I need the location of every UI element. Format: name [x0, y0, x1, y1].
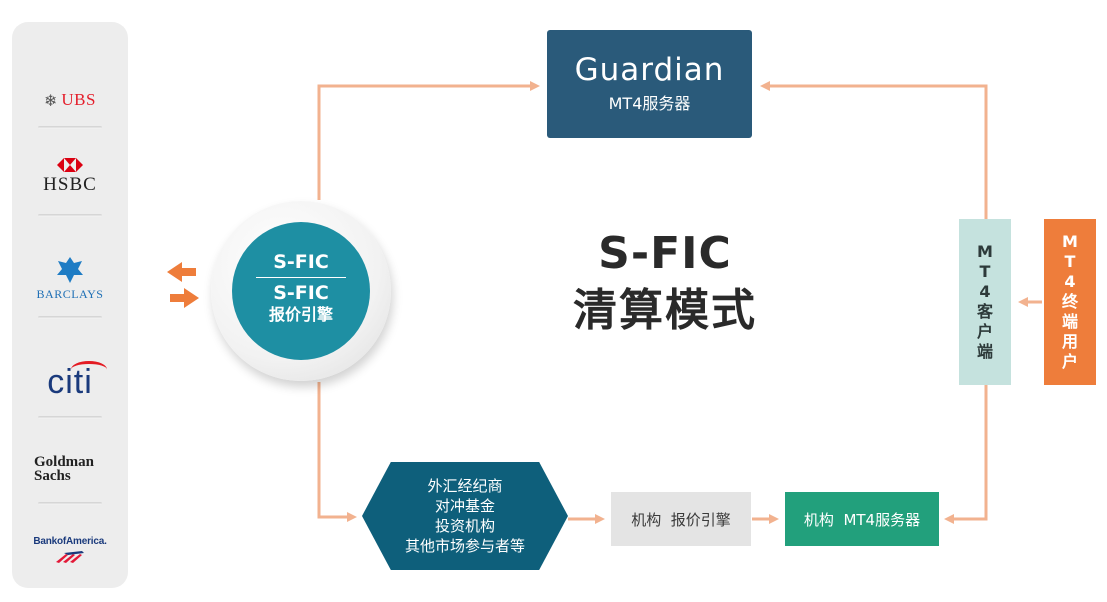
mt4-client-char: 端	[976, 342, 993, 361]
institution-line: 外汇经纪商	[427, 477, 503, 495]
mt4-user-box: M T 4 终 端 用 户	[1044, 219, 1096, 385]
guardian-server-box: Guardian MT4服务器	[547, 30, 752, 138]
separator	[38, 214, 102, 217]
barclays-eagle-icon	[57, 256, 83, 283]
ubs-keys-icon: ❄	[44, 90, 58, 110]
bank-name: citi	[47, 361, 108, 399]
bank-hsbc: HSBC	[12, 152, 128, 202]
bank-name-line2: Sachs	[34, 468, 71, 484]
citi-arc-icon	[71, 361, 108, 378]
main-title-line2: 清算模式	[573, 285, 757, 336]
separator	[38, 416, 102, 419]
bidirectional-arrow-icon	[167, 262, 199, 308]
mt4-user-char: 用	[1061, 332, 1078, 351]
separator	[38, 502, 102, 505]
separator	[38, 126, 102, 129]
bank-name-line1: Goldman	[34, 454, 95, 470]
mt4-user-char: 户	[1061, 352, 1078, 371]
mt4-client-char: 客	[976, 302, 993, 321]
mt4-user-char: 端	[1061, 312, 1078, 331]
institution-line: 投资机构	[434, 517, 495, 535]
engine-line3: 报价引擎	[268, 305, 333, 324]
institution-quote-engine-label: 机构 报价引擎	[631, 510, 731, 529]
hsbc-hexagon-icon	[57, 158, 83, 172]
bank-name: UBS	[61, 90, 96, 109]
boa-flag-icon	[56, 551, 84, 563]
engine-circle-inner: S-FIC S-FIC 报价引擎	[232, 222, 370, 360]
mt4-client-char: M	[977, 242, 993, 261]
engine-line1: S-FIC	[273, 251, 329, 273]
institution-line: 对冲基金	[434, 497, 495, 515]
institution-line: 其他市场参与者等	[404, 537, 525, 555]
mt4-client-char: 户	[976, 322, 993, 341]
mt4-user-char: T	[1064, 252, 1076, 271]
connector-engine-to-institutions	[317, 382, 357, 522]
bank-name: HSBC	[43, 174, 97, 195]
main-title: S-FIC 清算模式	[540, 226, 790, 340]
bank-panel: ❄ UBS HSBC BARCLAYS citi	[12, 22, 128, 588]
bank-name: BankofAmerica.	[33, 536, 107, 547]
institution-quote-engine-box: 机构 报价引擎	[611, 492, 751, 546]
mt4-user-char: M	[1062, 232, 1078, 251]
mt4-client-char: T	[979, 262, 991, 281]
bank-goldman: Goldman Sachs	[12, 447, 128, 491]
engine-line2: S-FIC	[273, 282, 329, 304]
mt4-user-char: 4	[1064, 272, 1076, 291]
mt4-client-char: 4	[979, 282, 991, 301]
bank-citi: citi	[12, 357, 128, 407]
bank-barclays: BARCLAYS	[12, 248, 128, 308]
bank-boa: BankofAmerica.	[12, 530, 128, 570]
connector-client-to-guardian	[760, 81, 988, 219]
bank-ubs: ❄ UBS	[12, 82, 128, 118]
engine-circle: S-FIC S-FIC 报价引擎	[211, 201, 391, 381]
guardian-title: Guardian	[574, 52, 725, 88]
institutions-hexagon: 外汇经纪商 对冲基金 投资机构 其他市场参与者等	[362, 462, 568, 570]
guardian-subtitle: MT4服务器	[608, 94, 691, 113]
main-title-line1: S-FIC	[598, 228, 732, 279]
mt4-user-char: 终	[1061, 292, 1078, 311]
engine-divider	[256, 277, 346, 278]
institution-mt4-server-label: 机构 MT4服务器	[803, 510, 921, 529]
connector-client-to-inst-mt4	[944, 385, 988, 524]
connector-engine-to-guardian	[317, 81, 540, 200]
bank-name: BARCLAYS	[36, 286, 104, 301]
institution-mt4-server-box: 机构 MT4服务器	[785, 492, 939, 546]
mt4-client-box: M T 4 客 户 端	[959, 219, 1011, 385]
separator	[38, 316, 102, 319]
